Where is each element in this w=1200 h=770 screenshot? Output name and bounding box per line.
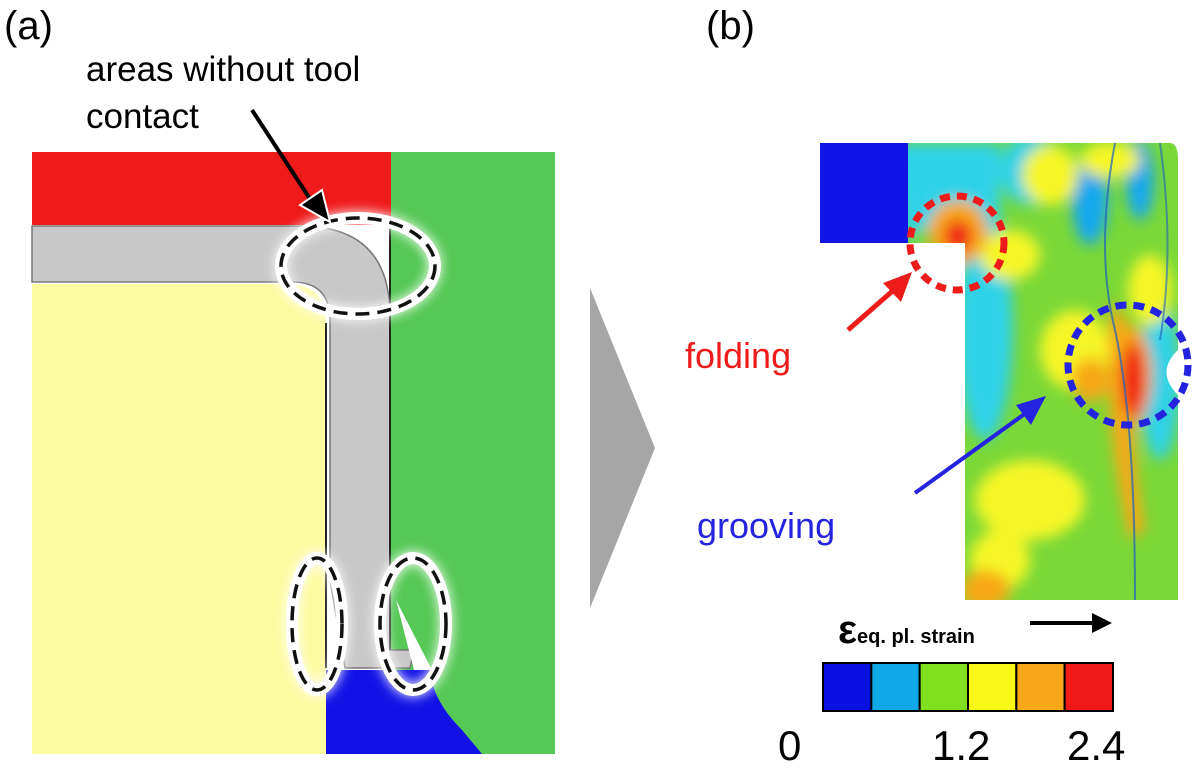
annotation-text-line2: contact xyxy=(86,97,199,136)
blue-tool xyxy=(326,670,482,754)
yellow-tool xyxy=(32,284,326,754)
panel-a-label: (a) xyxy=(4,4,53,48)
colorbar-tick-2: 2.4 xyxy=(1067,722,1126,769)
panel-a-diagram xyxy=(31,108,555,754)
colorbar-swatch-1 xyxy=(870,662,921,712)
process-arrow xyxy=(590,288,655,608)
colorbar-swatch-5 xyxy=(1063,662,1114,712)
strain-legend-title: εeq. pl. strain xyxy=(838,608,975,653)
grooving-marker xyxy=(1064,301,1192,429)
grooving-arrow xyxy=(913,408,1032,495)
no-contact-markers xyxy=(275,212,452,696)
colorbar-swatch-0 xyxy=(822,662,873,712)
annotation-text-line1: areas without tool xyxy=(86,50,361,89)
folding-arrow xyxy=(846,285,899,332)
colorbar-tick-1: 1.2 xyxy=(932,722,991,769)
grooving-label: grooving xyxy=(697,505,836,546)
fem-strain-plot xyxy=(820,143,1192,600)
panel-b-label: (b) xyxy=(706,4,755,48)
gap-bottom xyxy=(396,600,432,670)
folding-label: folding xyxy=(685,335,792,376)
colorbar-swatch-3 xyxy=(967,662,1018,712)
strain-subscript: eq. pl. strain xyxy=(856,626,975,648)
strain-symbol: ε xyxy=(838,608,857,652)
colorbar-swatch-2 xyxy=(918,662,970,712)
strain-colorbar xyxy=(822,662,1114,712)
colorbar-swatch-4 xyxy=(1015,662,1066,712)
folding-marker xyxy=(906,192,1008,294)
red-tool xyxy=(32,152,391,225)
colorbar-tick-0: 0 xyxy=(778,722,802,769)
annotation-arrow xyxy=(250,108,316,207)
fem-flange xyxy=(820,143,908,243)
